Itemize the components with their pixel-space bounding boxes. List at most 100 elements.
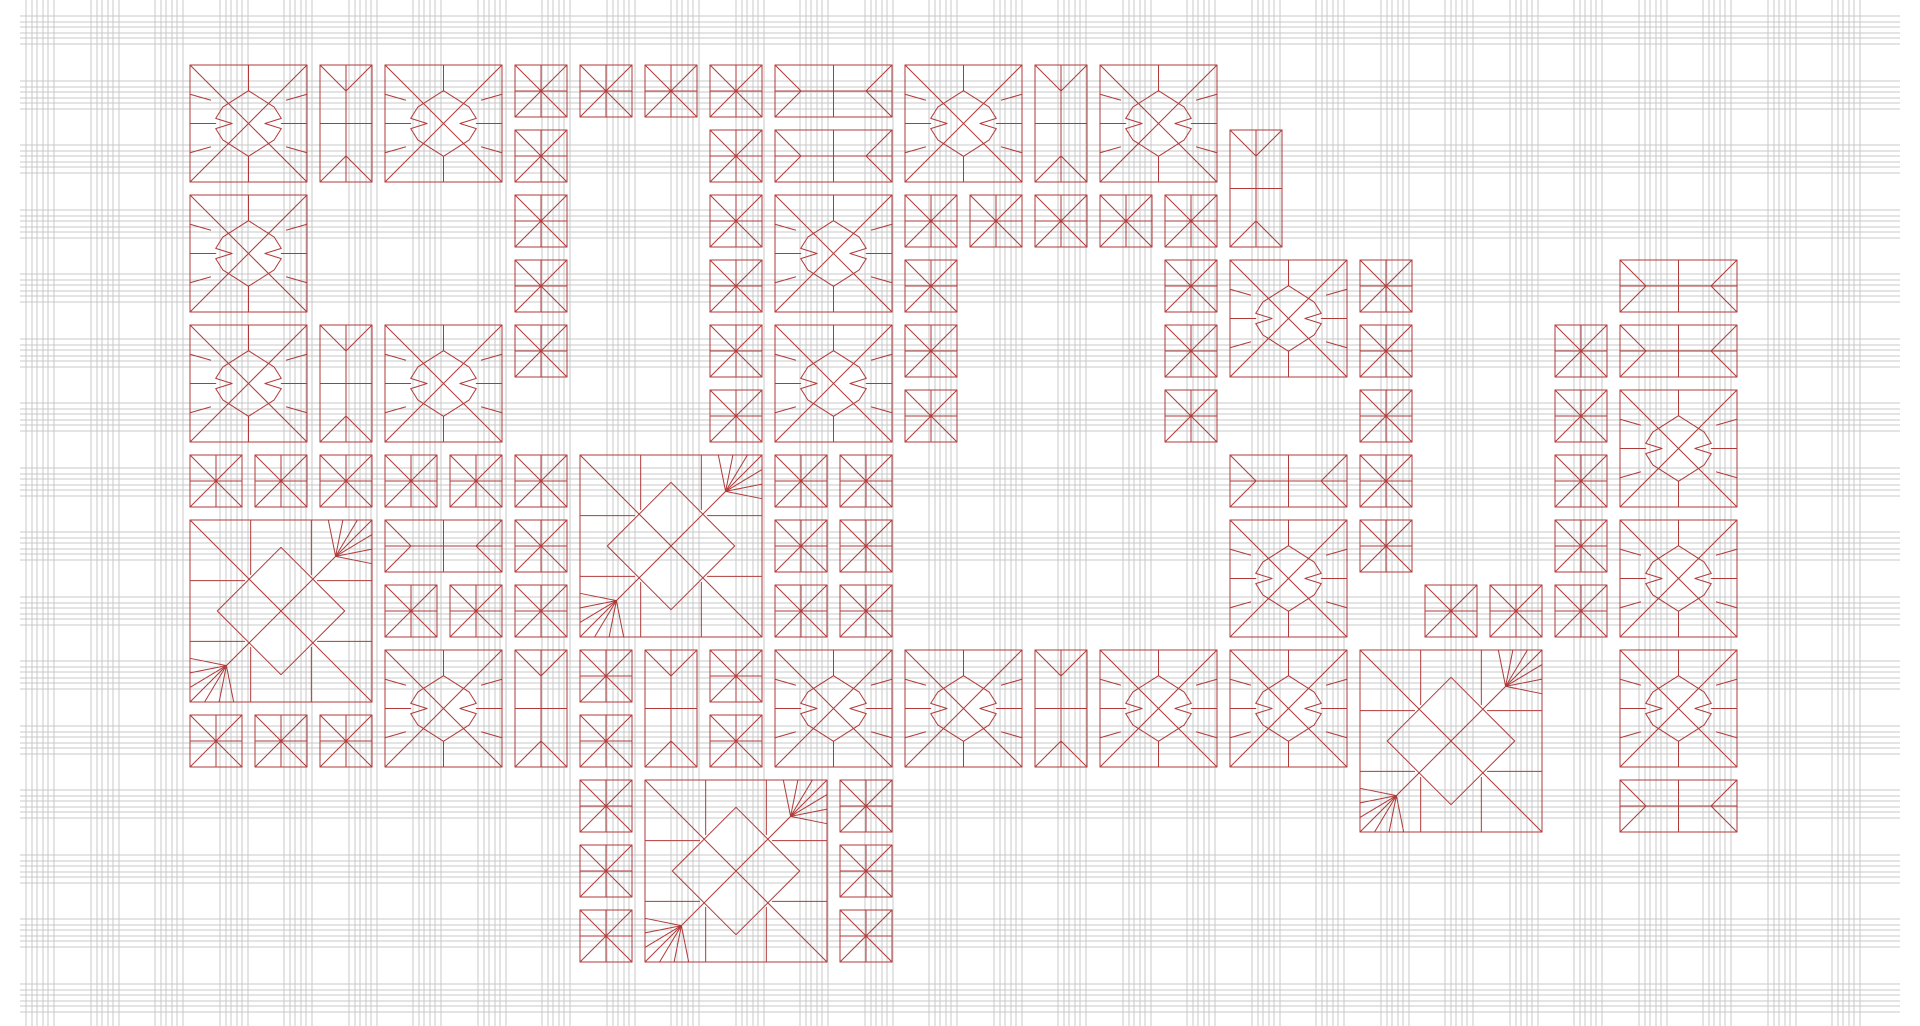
star-tile bbox=[1099, 64, 1218, 183]
x-tile bbox=[1554, 389, 1608, 443]
bar-tile-wide bbox=[1619, 259, 1738, 313]
x-tile bbox=[579, 649, 633, 703]
x-tile bbox=[189, 454, 243, 508]
star-tile bbox=[1229, 649, 1348, 768]
star-tile bbox=[1619, 519, 1738, 638]
star-tile bbox=[1229, 519, 1348, 638]
star-tile bbox=[189, 324, 308, 443]
x-tile bbox=[1359, 519, 1413, 573]
bar-tile-wide bbox=[774, 64, 893, 118]
x-tile bbox=[1099, 194, 1153, 248]
x-tile bbox=[514, 194, 568, 248]
x-tile bbox=[1164, 324, 1218, 378]
x-tile bbox=[1554, 324, 1608, 378]
x-tile bbox=[579, 779, 633, 833]
x-tile bbox=[189, 714, 243, 768]
x-tile bbox=[1424, 584, 1478, 638]
x-tile bbox=[1359, 389, 1413, 443]
star-tile bbox=[774, 324, 893, 443]
x-tile bbox=[449, 584, 503, 638]
star-tile bbox=[384, 64, 503, 183]
star-tile bbox=[904, 649, 1023, 768]
x-tile bbox=[904, 324, 958, 378]
x-tile bbox=[514, 259, 568, 313]
x-tile bbox=[904, 194, 958, 248]
x-tile bbox=[774, 454, 828, 508]
x-tile bbox=[1164, 389, 1218, 443]
x-tile bbox=[254, 454, 308, 508]
x-tile bbox=[514, 519, 568, 573]
x-tile bbox=[839, 454, 893, 508]
bar-tile-wide bbox=[384, 519, 503, 573]
x-tile bbox=[1164, 194, 1218, 248]
x-tile bbox=[514, 129, 568, 183]
large-star-tile bbox=[189, 519, 373, 703]
x-tile bbox=[644, 64, 698, 118]
star-tile bbox=[774, 194, 893, 313]
x-tile bbox=[709, 714, 763, 768]
x-tile bbox=[839, 584, 893, 638]
x-tile bbox=[1489, 584, 1543, 638]
bar-tile-tall bbox=[644, 649, 698, 768]
bar-tile-tall bbox=[1034, 649, 1088, 768]
x-tile bbox=[319, 454, 373, 508]
large-star-tile bbox=[1359, 649, 1543, 833]
x-tile bbox=[839, 844, 893, 898]
bar-tile-wide bbox=[1619, 779, 1738, 833]
x-tile bbox=[839, 779, 893, 833]
x-tile bbox=[254, 714, 308, 768]
x-tile bbox=[1554, 519, 1608, 573]
x-tile bbox=[904, 389, 958, 443]
bar-tile-tall bbox=[514, 649, 568, 768]
x-tile bbox=[709, 64, 763, 118]
x-tile bbox=[384, 454, 438, 508]
x-tile bbox=[1359, 259, 1413, 313]
x-tile bbox=[709, 649, 763, 703]
star-tile bbox=[384, 649, 503, 768]
x-tile bbox=[709, 389, 763, 443]
x-tile bbox=[1554, 584, 1608, 638]
x-tile bbox=[1164, 259, 1218, 313]
large-star-tile bbox=[579, 454, 763, 638]
x-tile bbox=[514, 64, 568, 118]
x-tile bbox=[514, 454, 568, 508]
bar-tile-wide bbox=[774, 129, 893, 183]
star-tile bbox=[1619, 389, 1738, 508]
bar-tile-tall bbox=[319, 324, 373, 443]
x-tile bbox=[579, 64, 633, 118]
x-tile bbox=[709, 194, 763, 248]
tile-layer bbox=[189, 64, 1738, 963]
bar-tile-tall bbox=[319, 64, 373, 183]
x-tile bbox=[1034, 194, 1088, 248]
x-tile bbox=[774, 584, 828, 638]
background-grid bbox=[20, 0, 1900, 1026]
x-tile bbox=[579, 844, 633, 898]
x-tile bbox=[1359, 454, 1413, 508]
x-tile bbox=[449, 454, 503, 508]
x-tile bbox=[839, 909, 893, 963]
x-tile bbox=[904, 259, 958, 313]
star-tile bbox=[189, 64, 308, 183]
bar-tile-wide bbox=[1229, 454, 1348, 508]
star-tile bbox=[384, 324, 503, 443]
x-tile bbox=[579, 714, 633, 768]
x-tile bbox=[514, 584, 568, 638]
large-star-tile bbox=[644, 779, 828, 963]
x-tile bbox=[709, 259, 763, 313]
x-tile bbox=[384, 584, 438, 638]
x-tile bbox=[319, 714, 373, 768]
star-tile bbox=[904, 64, 1023, 183]
x-tile bbox=[774, 519, 828, 573]
x-tile bbox=[969, 194, 1023, 248]
x-tile bbox=[709, 129, 763, 183]
star-tile bbox=[1229, 259, 1348, 378]
star-tile bbox=[1619, 649, 1738, 768]
x-tile bbox=[579, 909, 633, 963]
bar-tile-tall bbox=[1034, 64, 1088, 183]
x-tile bbox=[839, 519, 893, 573]
x-tile bbox=[514, 324, 568, 378]
x-tile bbox=[1359, 324, 1413, 378]
bar-tile-wide bbox=[1619, 324, 1738, 378]
bar-tile-tall bbox=[1229, 129, 1283, 248]
